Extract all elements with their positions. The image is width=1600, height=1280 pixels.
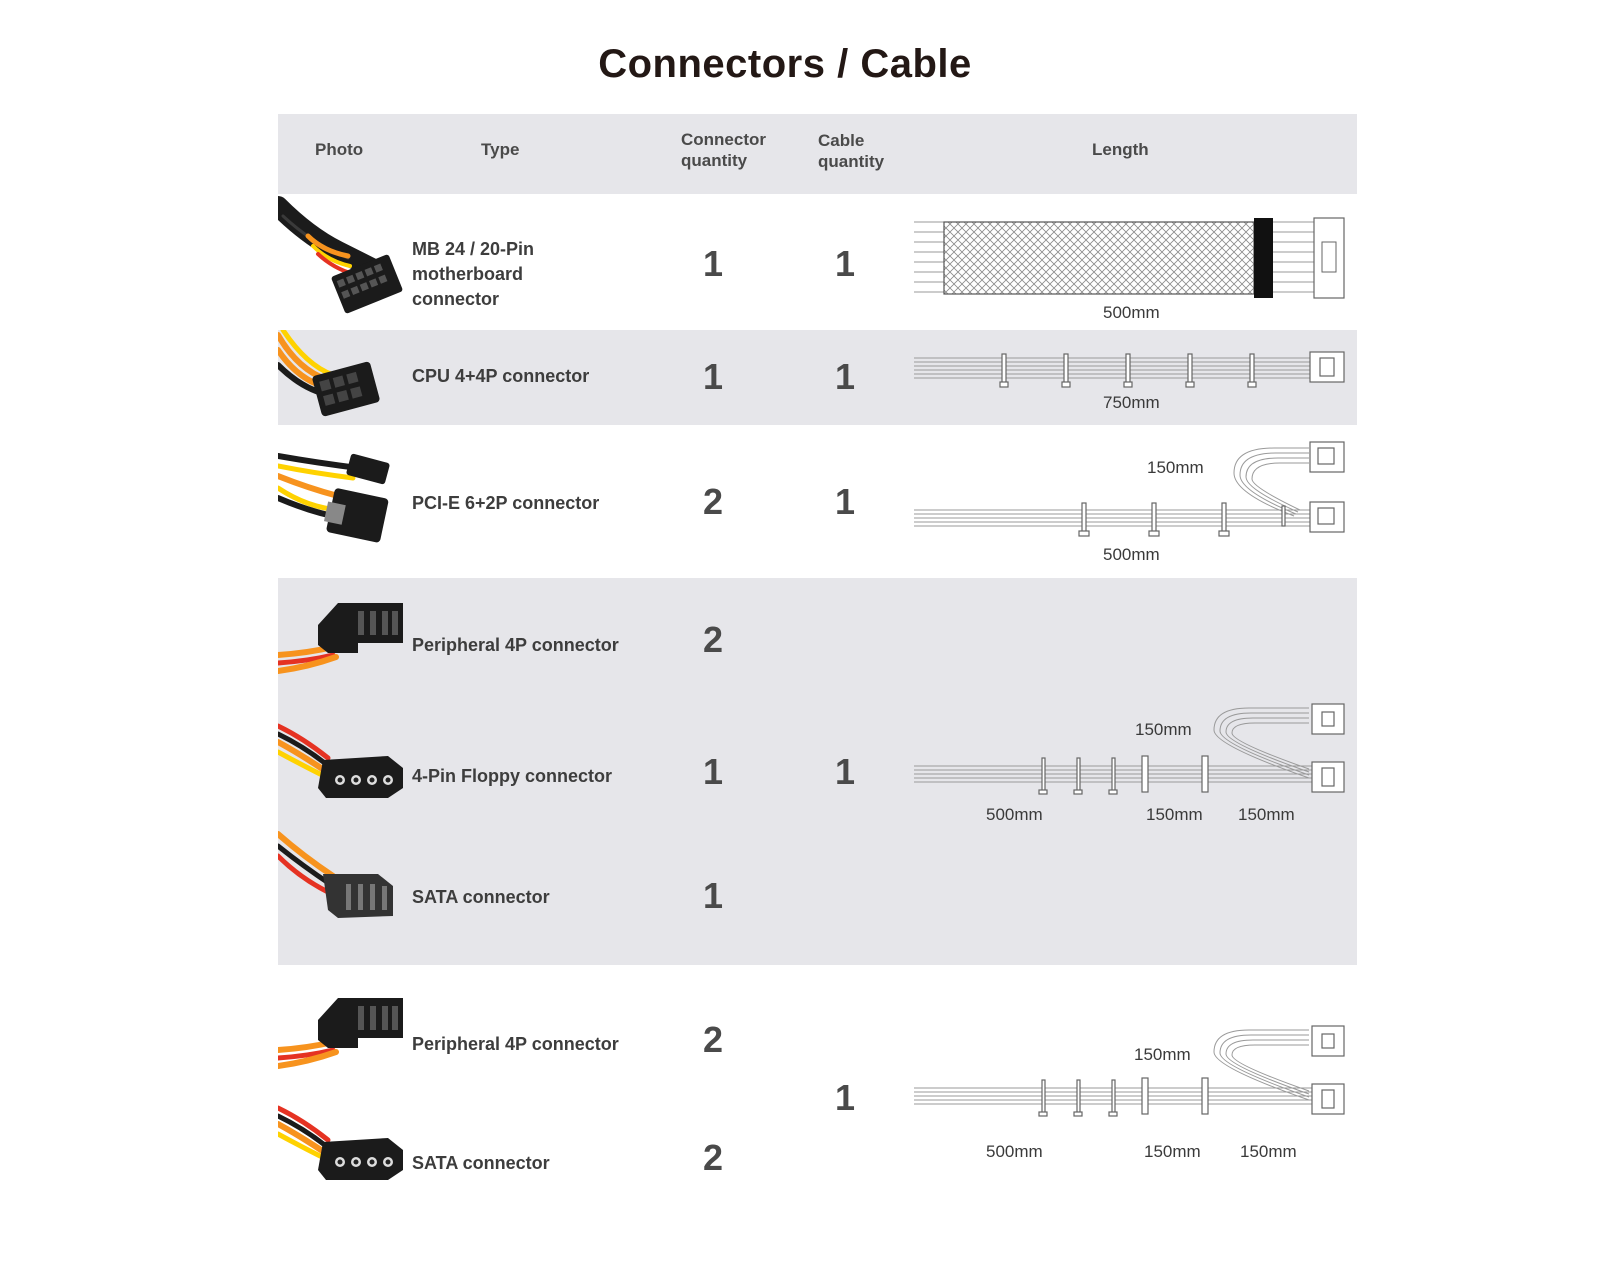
peripheral-cable-diagram	[914, 703, 1345, 795]
header-cable-quantity: Cable quantity	[818, 131, 885, 171]
connector-qty-floppy: 1	[702, 751, 724, 792]
mb-24pin-photo	[278, 196, 403, 314]
length-peripheral-sata-seg2: 150mm	[1144, 1142, 1201, 1161]
connector-qty-peripheral-b: 2	[702, 1019, 724, 1060]
type-cpu: CPU 4+4P connector	[412, 366, 590, 386]
length-peripheral-sata-main: 500mm	[986, 1142, 1043, 1161]
connector-qty-mb: 1	[702, 243, 724, 284]
cpu-cable-diagram	[914, 351, 1345, 388]
mb-cable-diagram	[914, 217, 1345, 299]
header-type: Type	[481, 140, 520, 159]
peripheral-4p-photo-b	[278, 998, 403, 1069]
length-mb: 500mm	[1103, 303, 1160, 322]
cpu-4plus4-photo	[278, 330, 380, 417]
sata-photo-b	[278, 1105, 403, 1180]
type-floppy: 4-Pin Floppy connector	[412, 766, 613, 786]
type-sata-b: SATA connector	[412, 1153, 550, 1173]
peripheral-4p-photo	[278, 603, 403, 674]
cable-qty-peripheral-group: 1	[834, 751, 856, 792]
peripheral-sata-cable-diagram	[914, 1025, 1345, 1117]
length-peripheral-sata-seg3: 150mm	[1240, 1142, 1297, 1161]
length-peripheral-main: 500mm	[986, 805, 1043, 824]
length-peripheral-sata-split: 150mm	[1134, 1045, 1191, 1064]
connector-qty-sata-a: 1	[702, 875, 724, 916]
table-header	[278, 114, 1357, 194]
pcie-6plus2-photo	[278, 453, 390, 543]
cable-qty-cpu: 1	[834, 356, 856, 397]
cable-qty-peripheral-group-b: 1	[834, 1077, 856, 1118]
pcie-cable-diagram	[914, 441, 1345, 537]
connector-qty-peripheral-a: 2	[702, 619, 724, 660]
length-peripheral-split: 150mm	[1135, 720, 1192, 739]
cable-qty-pcie: 1	[834, 481, 856, 522]
header-length: Length	[1092, 140, 1149, 159]
connector-qty-pcie: 2	[702, 481, 724, 522]
type-peripheral-a: Peripheral 4P connector	[412, 635, 619, 655]
row-band-peripheral	[278, 578, 1357, 965]
type-sata-a: SATA connector	[412, 887, 550, 907]
connector-qty-sata-b: 2	[702, 1137, 724, 1178]
length-pcie-main: 500mm	[1103, 545, 1160, 564]
length-peripheral-seg2: 150mm	[1146, 805, 1203, 824]
cable-qty-mb: 1	[834, 243, 856, 284]
length-peripheral-seg3: 150mm	[1238, 805, 1295, 824]
type-pcie: PCI-E 6+2P connector	[412, 493, 600, 513]
connector-qty-cpu: 1	[702, 356, 724, 397]
header-connector-quantity: Connector quantity	[681, 130, 766, 170]
floppy-4pin-photo	[278, 723, 403, 798]
type-peripheral-b: Peripheral 4P connector	[412, 1034, 619, 1054]
sata-photo	[278, 831, 393, 918]
length-pcie-split: 150mm	[1147, 458, 1204, 477]
type-mb-24pin: MB 24 / 20-Pin motherboard connector	[412, 239, 535, 309]
length-cpu: 750mm	[1103, 393, 1160, 412]
page-title: Connectors / Cable	[598, 42, 972, 86]
header-photo: Photo	[315, 140, 364, 159]
